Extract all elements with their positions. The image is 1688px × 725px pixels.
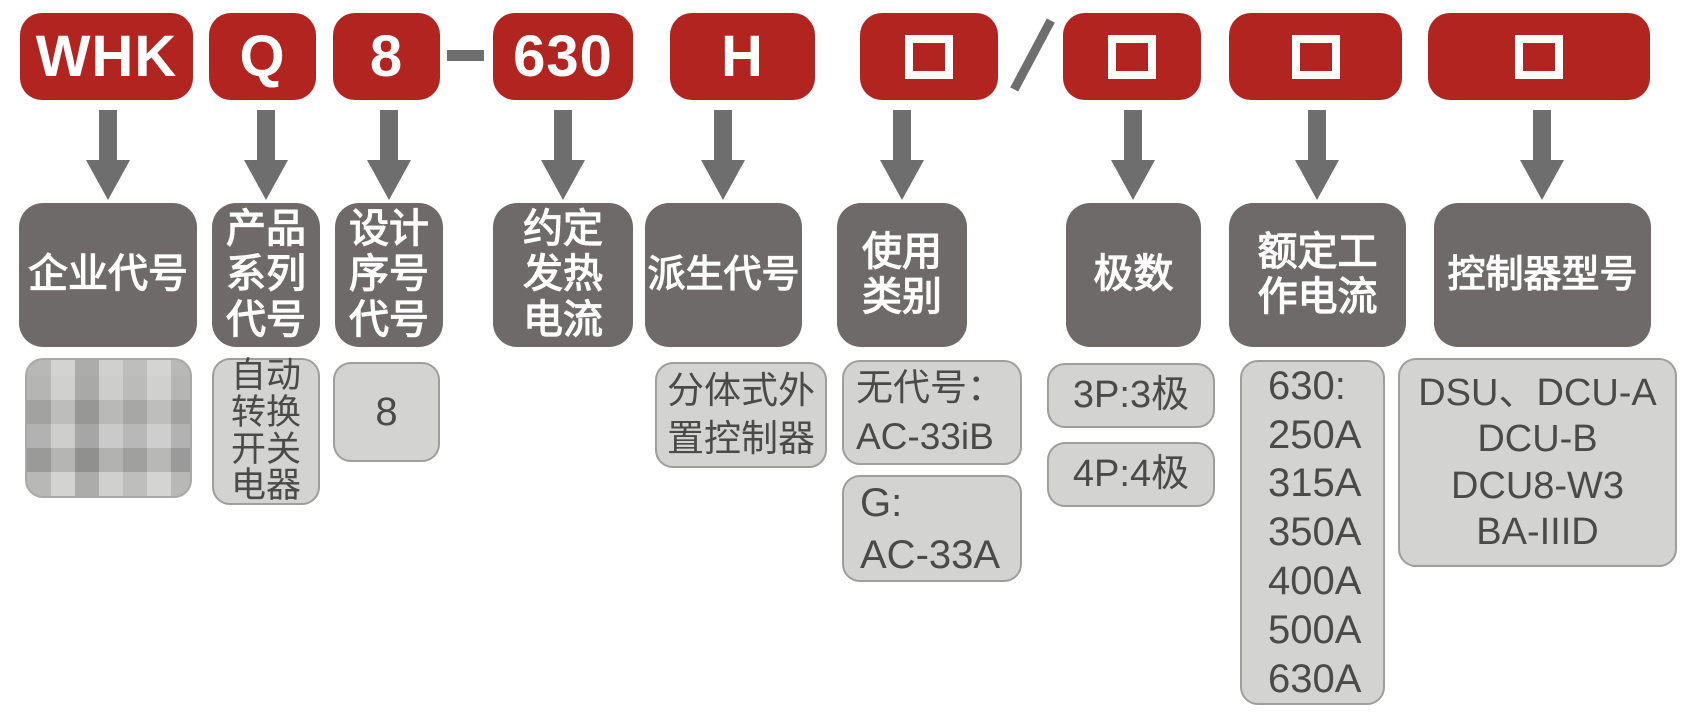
field-label-text: 使用 类别 <box>862 229 942 319</box>
arrow-stem <box>99 110 117 162</box>
arrow-head <box>1111 160 1155 200</box>
arrow-head <box>1520 160 1564 200</box>
code-box-h: H <box>670 13 815 100</box>
field-label-controller-model: 控制器型号 <box>1434 203 1651 347</box>
field-value-poles-4p: 4P:4极 <box>1047 442 1215 507</box>
down-arrow-icon <box>541 106 585 200</box>
arrow-stem <box>257 110 275 162</box>
down-arrow-icon <box>244 106 288 200</box>
placeholder-square-icon <box>1291 34 1340 79</box>
code-text: 630 <box>513 24 613 89</box>
field-value-poles-3p: 3P:3极 <box>1047 363 1215 428</box>
field-label-rated-working-current: 额定工 作电流 <box>1229 203 1406 347</box>
down-arrow-icon <box>1111 106 1155 200</box>
dash-separator <box>447 50 484 61</box>
field-label-text: 极数 <box>1093 252 1174 297</box>
field-label-derived-code: 派生代号 <box>645 203 802 347</box>
field-value-text: 4P:4极 <box>1072 452 1190 495</box>
field-label-enterprise-code: 企业代号 <box>19 203 197 347</box>
down-arrow-icon <box>701 106 745 200</box>
code-text: H <box>721 24 764 89</box>
field-value-text: DSU、DCU-A DCU-B DCU8-W3 BA-IIID <box>1418 371 1657 553</box>
arrow-head <box>86 160 130 200</box>
field-label-product-series-code: 产品 系列 代号 <box>212 203 320 347</box>
arrow-stem <box>554 110 572 162</box>
placeholder-square-icon <box>1108 34 1156 79</box>
field-value-text: G: AC-33A <box>860 480 1001 577</box>
placeholder-square-icon <box>1515 34 1563 79</box>
arrow-head <box>244 160 288 200</box>
field-value-product-series: 自动 转换 开关 电器 <box>212 356 320 506</box>
field-value-controller-models: DSU、DCU-A DCU-B DCU8-W3 BA-IIID <box>1398 358 1677 567</box>
arrow-head <box>1295 160 1339 200</box>
field-value-usage-category-g: G: AC-33A <box>842 475 1022 582</box>
down-arrow-icon <box>880 106 924 200</box>
code-text: WHK <box>35 24 178 89</box>
code-text: 8 <box>369 24 404 89</box>
arrow-stem <box>1308 110 1326 162</box>
field-label-text: 控制器型号 <box>1447 253 1638 296</box>
placeholder-box-rated-current <box>1229 13 1402 100</box>
field-value-derived-code: 分体式外 置控制器 <box>655 362 827 468</box>
arrow-head <box>367 160 411 200</box>
placeholder-square-icon <box>905 34 953 79</box>
field-value-usage-category-default: 无代号： AC-33iB <box>842 360 1022 465</box>
code-text: Q <box>239 24 286 89</box>
field-value-text: 8 <box>375 390 398 434</box>
code-box-630: 630 <box>493 13 633 100</box>
field-value-text: 3P:3极 <box>1072 373 1190 416</box>
field-value-rated-current-list: 630: 250A 315A 350A 400A 500A 630A <box>1240 360 1385 705</box>
code-box-whk: WHK <box>20 13 193 100</box>
field-label-usage-category: 使用 类别 <box>837 203 967 347</box>
field-label-text: 约定 发热 电流 <box>523 207 603 342</box>
slash-separator <box>1010 18 1055 92</box>
arrow-head <box>880 160 924 200</box>
field-label-text: 额定工 作电流 <box>1257 229 1378 319</box>
down-arrow-icon <box>1295 106 1339 200</box>
censored-enterprise-code-value <box>25 358 192 498</box>
arrow-stem <box>1124 110 1142 162</box>
field-value-design-serial: 8 <box>333 362 440 462</box>
placeholder-box-controller <box>1428 13 1650 100</box>
code-box-8: 8 <box>333 13 440 100</box>
field-value-text: 分体式外 置控制器 <box>667 369 815 459</box>
field-label-text: 设计 序号 代号 <box>349 207 429 342</box>
down-arrow-icon <box>1520 106 1564 200</box>
field-label-text: 派生代号 <box>647 253 800 296</box>
code-box-q: Q <box>209 13 316 100</box>
arrow-stem <box>1533 110 1551 162</box>
down-arrow-icon <box>86 106 130 200</box>
field-value-text: 630: 250A 315A 350A 400A 500A 630A <box>1268 363 1362 701</box>
field-label-poles: 极数 <box>1066 203 1201 347</box>
arrow-head <box>541 160 585 200</box>
field-label-text: 产品 系列 代号 <box>226 207 306 342</box>
down-arrow-icon <box>367 106 411 200</box>
placeholder-box-usage-category <box>860 13 998 100</box>
field-value-text: 自动 转换 开关 电器 <box>230 356 301 506</box>
field-value-text: 无代号： AC-33iB <box>856 367 1004 457</box>
field-label-conventional-heating-current: 约定 发热 电流 <box>493 203 633 347</box>
arrow-stem <box>380 110 398 162</box>
arrow-stem <box>714 110 732 162</box>
field-label-text: 企业代号 <box>28 252 188 297</box>
arrow-stem <box>893 110 911 162</box>
arrow-head <box>701 160 745 200</box>
field-label-design-serial-code: 设计 序号 代号 <box>335 203 443 347</box>
placeholder-box-poles <box>1063 13 1201 100</box>
